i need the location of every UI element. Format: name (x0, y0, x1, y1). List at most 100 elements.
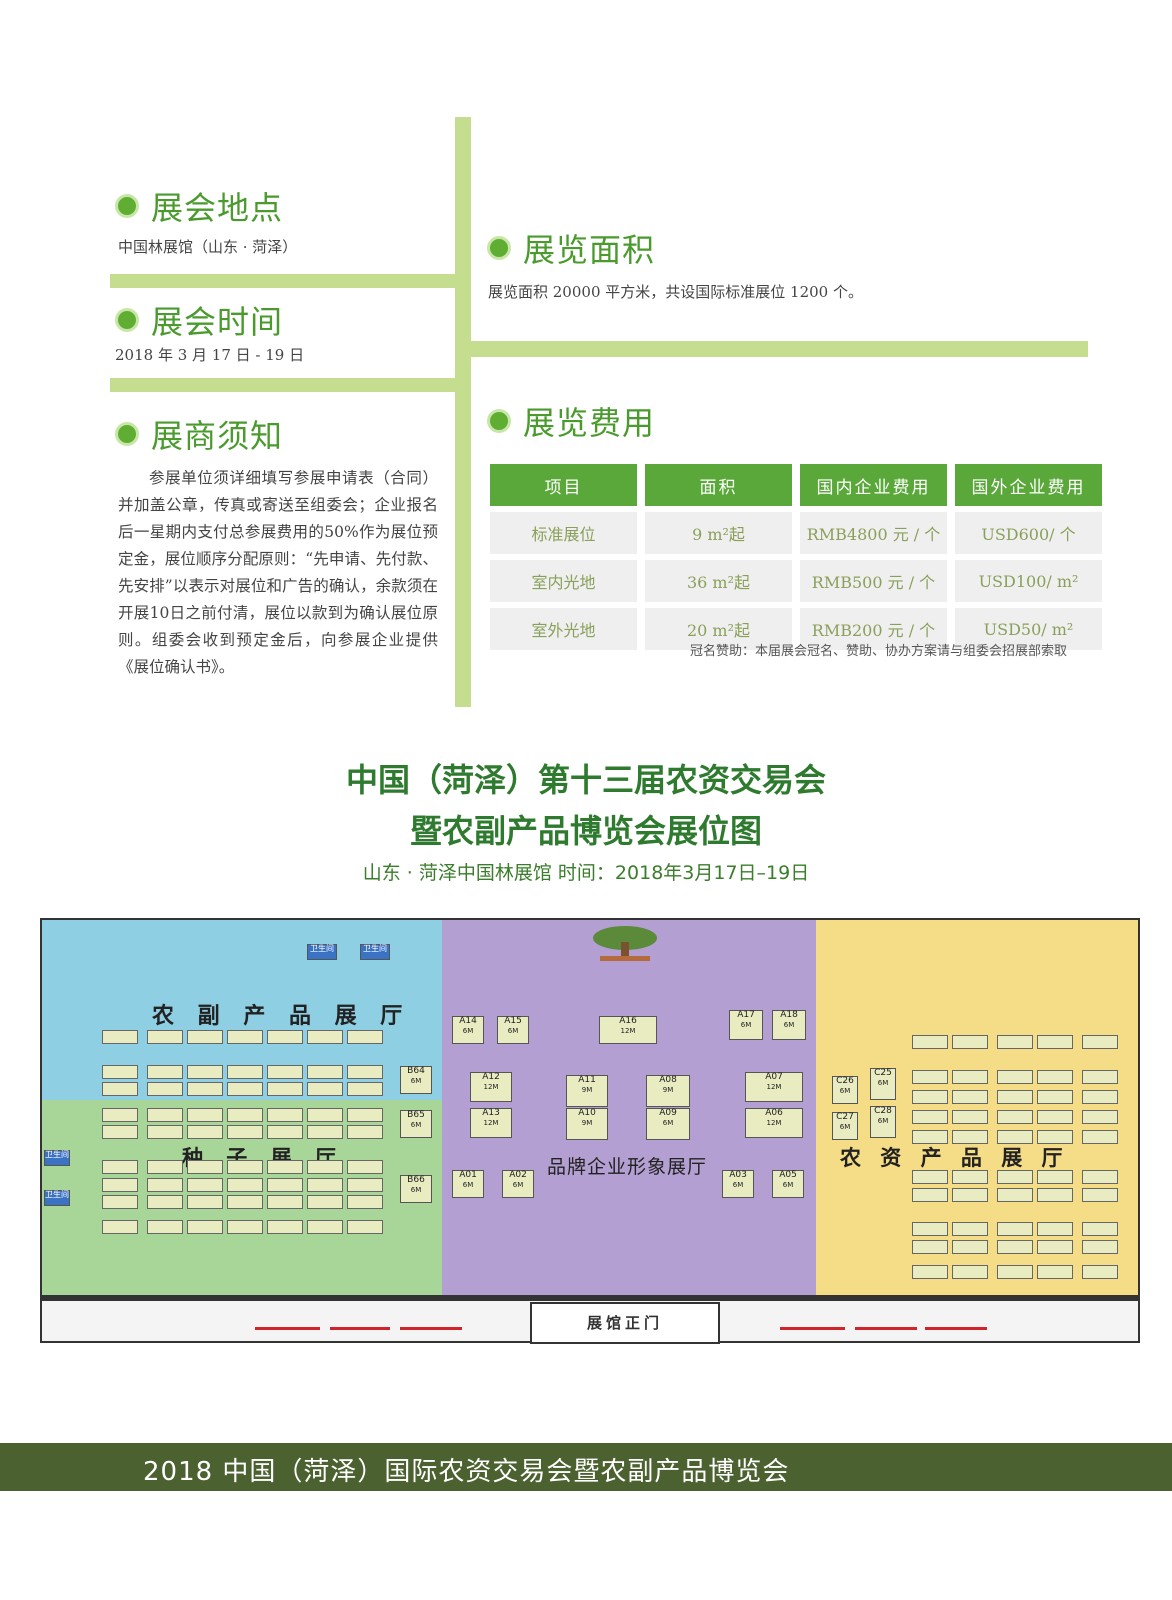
booth-small[interactable] (147, 1220, 183, 1234)
booth-small[interactable] (147, 1195, 183, 1209)
booth-small[interactable] (147, 1065, 183, 1079)
booth-small[interactable] (102, 1195, 138, 1209)
booth-small[interactable] (1037, 1240, 1073, 1254)
booth-small[interactable] (102, 1065, 138, 1079)
booth-small[interactable] (1037, 1170, 1073, 1184)
booth-small[interactable] (267, 1220, 303, 1234)
booth-small[interactable] (307, 1082, 343, 1096)
booth-small[interactable] (997, 1090, 1033, 1104)
booth-small[interactable] (1037, 1222, 1073, 1236)
booth-small[interactable] (307, 1178, 343, 1192)
booth-small[interactable] (997, 1130, 1033, 1144)
booth-small[interactable] (227, 1065, 263, 1079)
booth-small[interactable] (267, 1065, 303, 1079)
booth-small[interactable] (102, 1160, 138, 1174)
booth-small[interactable] (187, 1160, 223, 1174)
booth-small[interactable] (1037, 1265, 1073, 1279)
booth-small[interactable] (267, 1030, 303, 1044)
booth-small[interactable] (1082, 1240, 1118, 1254)
booth-small[interactable] (1082, 1170, 1118, 1184)
booth-small[interactable] (912, 1035, 948, 1049)
booth-small[interactable] (997, 1070, 1033, 1084)
booth-small[interactable] (1037, 1110, 1073, 1124)
booth-small[interactable] (997, 1188, 1033, 1202)
booth-small[interactable] (997, 1265, 1033, 1279)
booth-small[interactable] (347, 1065, 383, 1079)
booth-small[interactable] (307, 1160, 343, 1174)
booth-small[interactable] (227, 1220, 263, 1234)
booth-small[interactable] (912, 1170, 948, 1184)
booth-small[interactable] (267, 1178, 303, 1192)
booth-small[interactable] (187, 1178, 223, 1192)
booth-small[interactable] (347, 1195, 383, 1209)
booth-small[interactable] (307, 1108, 343, 1122)
booth-small[interactable] (187, 1030, 223, 1044)
booth-small[interactable] (952, 1130, 988, 1144)
booth-small[interactable] (102, 1220, 138, 1234)
booth-small[interactable] (187, 1220, 223, 1234)
booth-small[interactable] (952, 1110, 988, 1124)
booth-small[interactable] (187, 1125, 223, 1139)
booth-small[interactable] (952, 1222, 988, 1236)
booth-small[interactable] (187, 1082, 223, 1096)
booth-small[interactable] (147, 1178, 183, 1192)
booth-small[interactable] (952, 1090, 988, 1104)
booth-small[interactable] (997, 1035, 1033, 1049)
booth-small[interactable] (997, 1222, 1033, 1236)
booth-small[interactable] (147, 1125, 183, 1139)
booth-small[interactable] (952, 1070, 988, 1084)
booth-small[interactable] (102, 1030, 138, 1044)
booth-small[interactable] (912, 1130, 948, 1144)
booth-small[interactable] (912, 1070, 948, 1084)
booth-small[interactable] (347, 1030, 383, 1044)
booth-small[interactable] (307, 1065, 343, 1079)
booth-small[interactable] (227, 1125, 263, 1139)
booth-small[interactable] (1082, 1090, 1118, 1104)
booth-small[interactable] (227, 1082, 263, 1096)
booth-small[interactable] (267, 1082, 303, 1096)
booth-small[interactable] (187, 1108, 223, 1122)
booth-small[interactable] (912, 1110, 948, 1124)
booth-small[interactable] (1082, 1070, 1118, 1084)
booth-small[interactable] (307, 1030, 343, 1044)
booth-small[interactable] (1037, 1130, 1073, 1144)
booth-small[interactable] (347, 1160, 383, 1174)
booth-small[interactable] (147, 1030, 183, 1044)
booth-small[interactable] (997, 1240, 1033, 1254)
booth-small[interactable] (227, 1108, 263, 1122)
booth-small[interactable] (1037, 1090, 1073, 1104)
booth-small[interactable] (997, 1110, 1033, 1124)
booth-small[interactable] (952, 1240, 988, 1254)
booth-small[interactable] (1037, 1035, 1073, 1049)
booth-small[interactable] (912, 1090, 948, 1104)
booth-small[interactable] (347, 1125, 383, 1139)
booth-small[interactable] (307, 1125, 343, 1139)
booth-small[interactable] (307, 1195, 343, 1209)
booth-small[interactable] (1082, 1188, 1118, 1202)
booth-small[interactable] (102, 1178, 138, 1192)
booth-small[interactable] (912, 1240, 948, 1254)
booth-small[interactable] (347, 1178, 383, 1192)
booth-small[interactable] (1082, 1265, 1118, 1279)
booth-small[interactable] (227, 1030, 263, 1044)
booth-small[interactable] (997, 1170, 1033, 1184)
booth-small[interactable] (347, 1082, 383, 1096)
